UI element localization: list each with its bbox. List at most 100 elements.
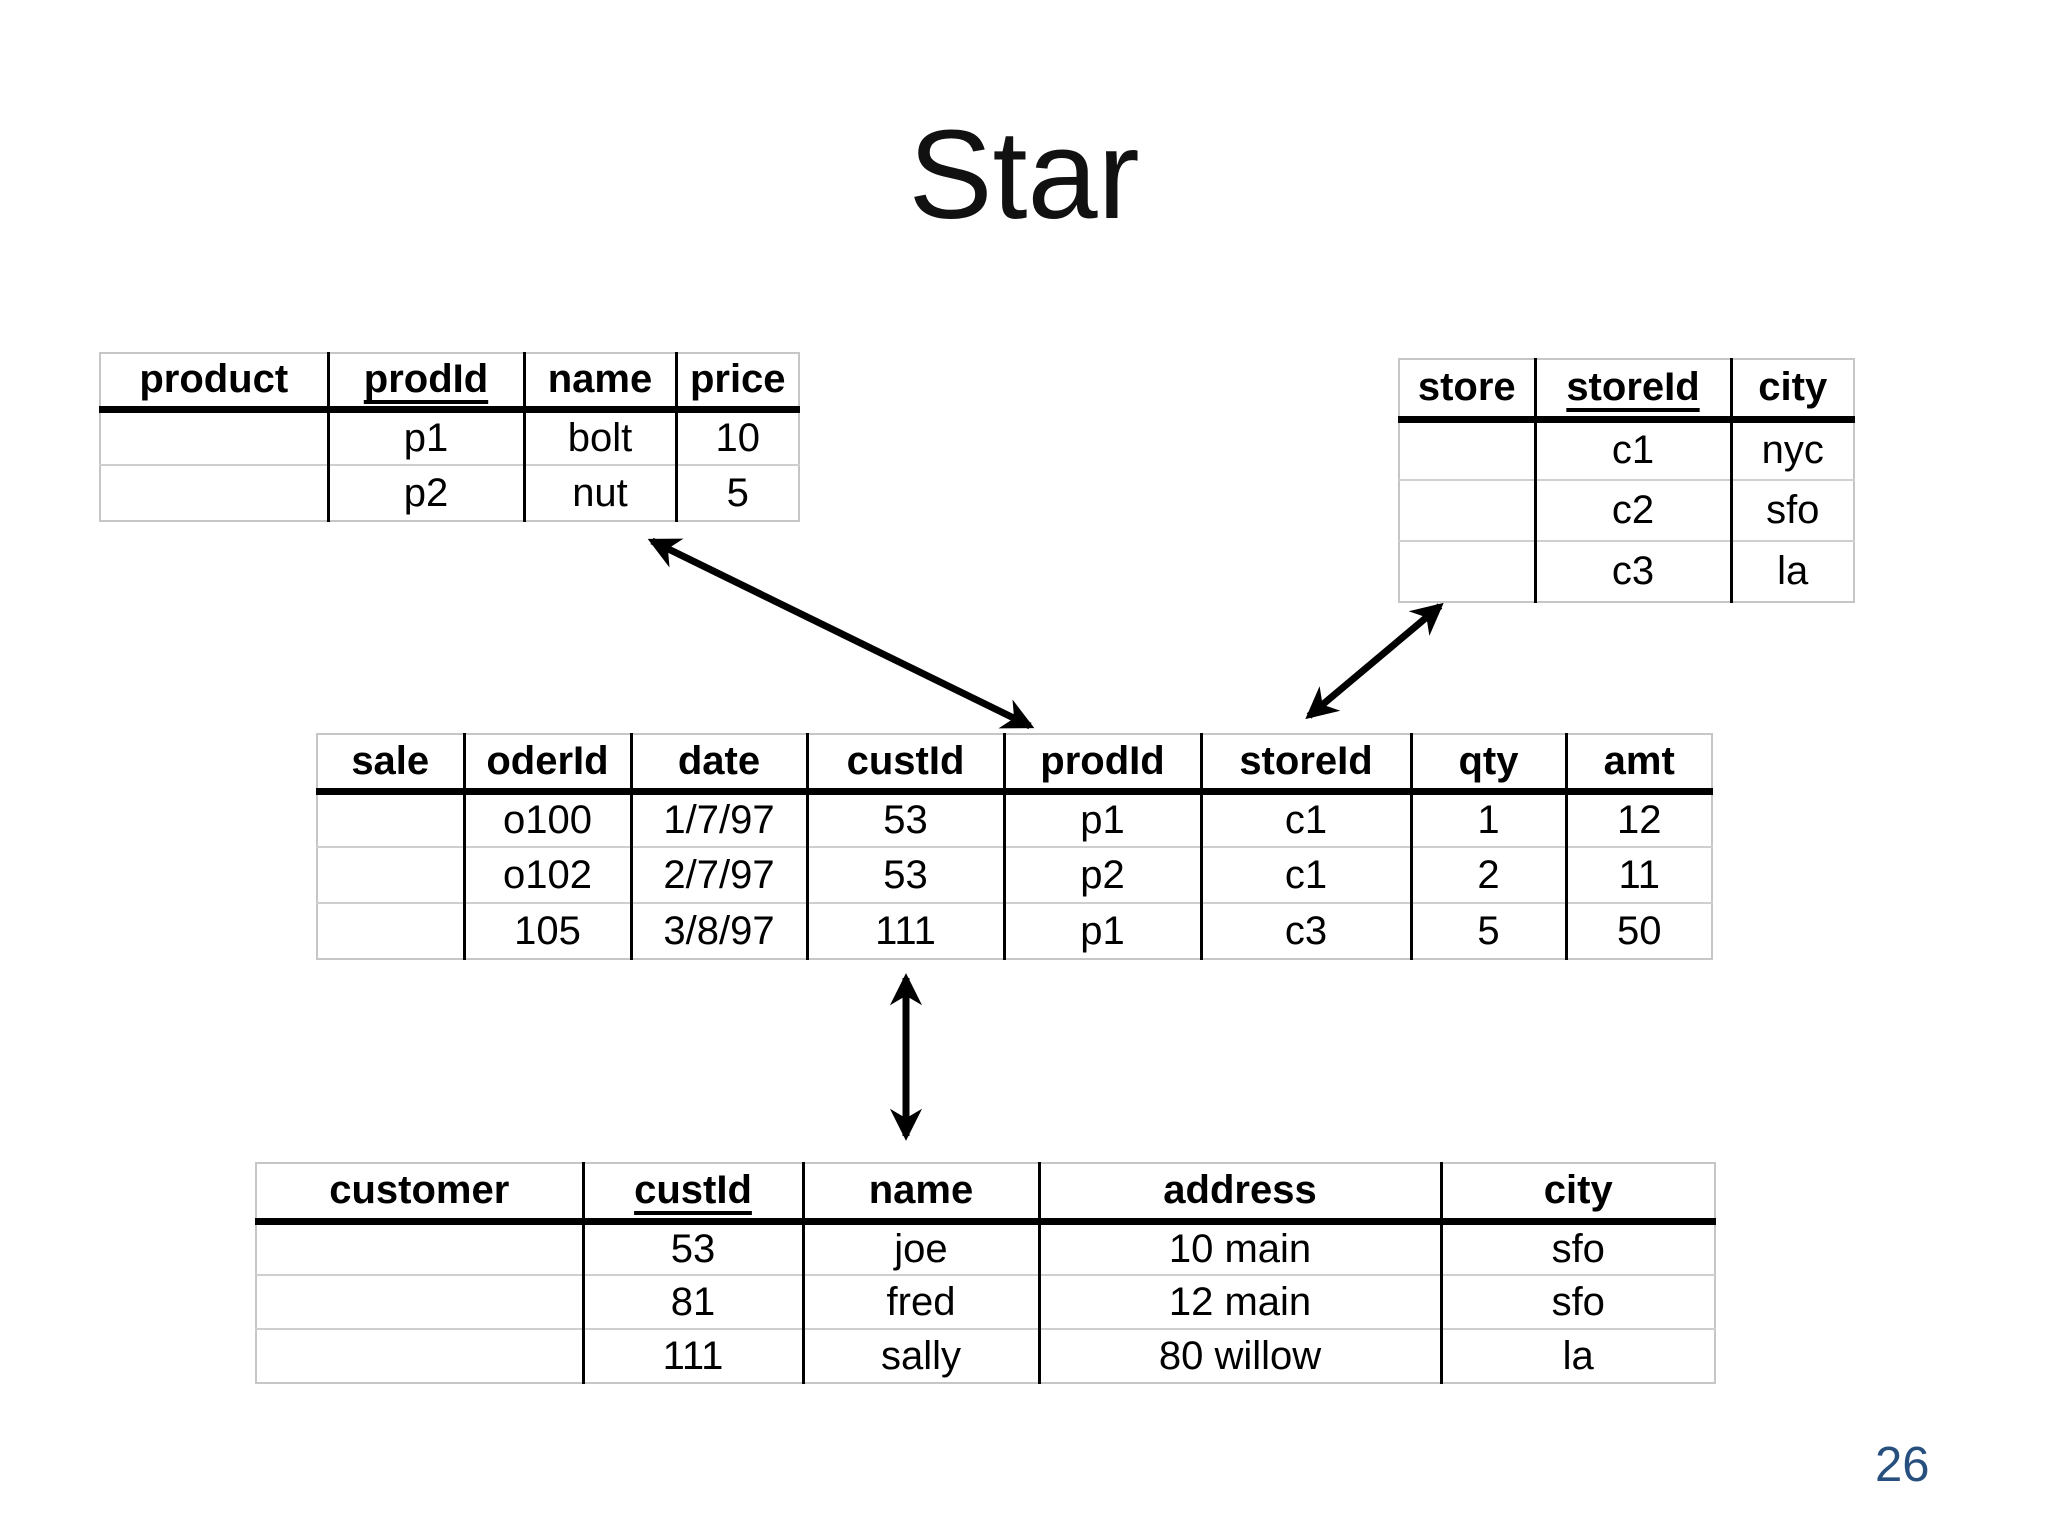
table-cell [1399,419,1535,480]
table-cell: 5 [1409,902,1566,959]
table-cell: sfo [1729,479,1854,541]
table-cell [317,902,464,959]
table-cell: p2 [326,464,524,521]
column-header-city: city [1729,359,1854,423]
table-cell: 11 [1564,846,1712,903]
table-cell: nyc [1729,419,1854,480]
column-header-product: product [100,353,328,413]
table-cell: c1 [1199,791,1411,847]
table-cell: 111 [581,1328,803,1383]
table-cell [1399,540,1535,602]
column-header-amt: amt [1564,734,1712,795]
arrow-sale-product [647,537,1035,730]
column-header-address: address [1037,1163,1441,1225]
column-header-sale: sale [317,734,464,795]
table-cell [317,791,464,847]
table-cell: 2 [1409,846,1566,903]
table-cell: 3/8/97 [629,902,807,959]
table-cell: 5 [674,464,799,521]
arrow-sale-store [1305,602,1444,720]
column-header-price: price [674,353,799,413]
column-header-storeid: storeId [1533,359,1731,423]
column-header-prodid: prodId [326,353,524,413]
table-cell: 12 main [1037,1274,1441,1329]
table-cell: c3 [1199,902,1411,959]
table-cell: 53 [805,846,1004,903]
table-cell: 12 [1564,791,1712,847]
column-header-customer: customer [256,1163,583,1225]
page-number: 26 [1875,1438,1930,1492]
column-header-store: store [1399,359,1535,423]
table-cell: 81 [581,1274,803,1329]
table-cell: nut [522,464,676,521]
table-cell: sfo [1439,1274,1715,1329]
table-cell [256,1221,583,1275]
table-cell [317,846,464,903]
table-cell: 2/7/97 [629,846,807,903]
table-cell: 80 willow [1037,1328,1441,1383]
table-cell: c1 [1533,419,1731,480]
table-cell [100,409,328,465]
table-cell: p1 [1002,791,1201,847]
column-header-date: date [629,734,807,795]
table-cell: sfo [1439,1221,1715,1275]
table-cell: 105 [462,902,631,959]
table-cell: 53 [581,1221,803,1275]
column-header-custid: custId [805,734,1004,795]
table-cell: c1 [1199,846,1411,903]
table-cell: 10 main [1037,1221,1441,1275]
column-header-custid: custId [581,1163,803,1225]
column-header-qty: qty [1409,734,1566,795]
slide-title: Star [908,104,1140,245]
column-header-name: name [522,353,676,413]
table-cell: joe [801,1221,1039,1275]
table-cell: 53 [805,791,1004,847]
column-header-storeid: storeId [1199,734,1411,795]
column-header-oderid: oderId [462,734,631,795]
table-cell: p2 [1002,846,1201,903]
table-cell: fred [801,1274,1039,1329]
column-header-city: city [1439,1163,1715,1225]
table-cell: c2 [1533,479,1731,541]
table-cell [256,1328,583,1383]
table-cell: sally [801,1328,1039,1383]
table-cell: o102 [462,846,631,903]
table-cell: 50 [1564,902,1712,959]
table-cell: la [1439,1328,1715,1383]
table-cell [1399,479,1535,541]
column-header-name: name [801,1163,1039,1225]
table-cell: bolt [522,409,676,465]
table-cell: 1 [1409,791,1566,847]
table-cell: c3 [1533,540,1731,602]
table-cell: 111 [805,902,1004,959]
table-cell: p1 [326,409,524,465]
table-cell [256,1274,583,1329]
table-cell: 1/7/97 [629,791,807,847]
table-cell: 10 [674,409,799,465]
table-cell: la [1729,540,1854,602]
table-cell: o100 [462,791,631,847]
